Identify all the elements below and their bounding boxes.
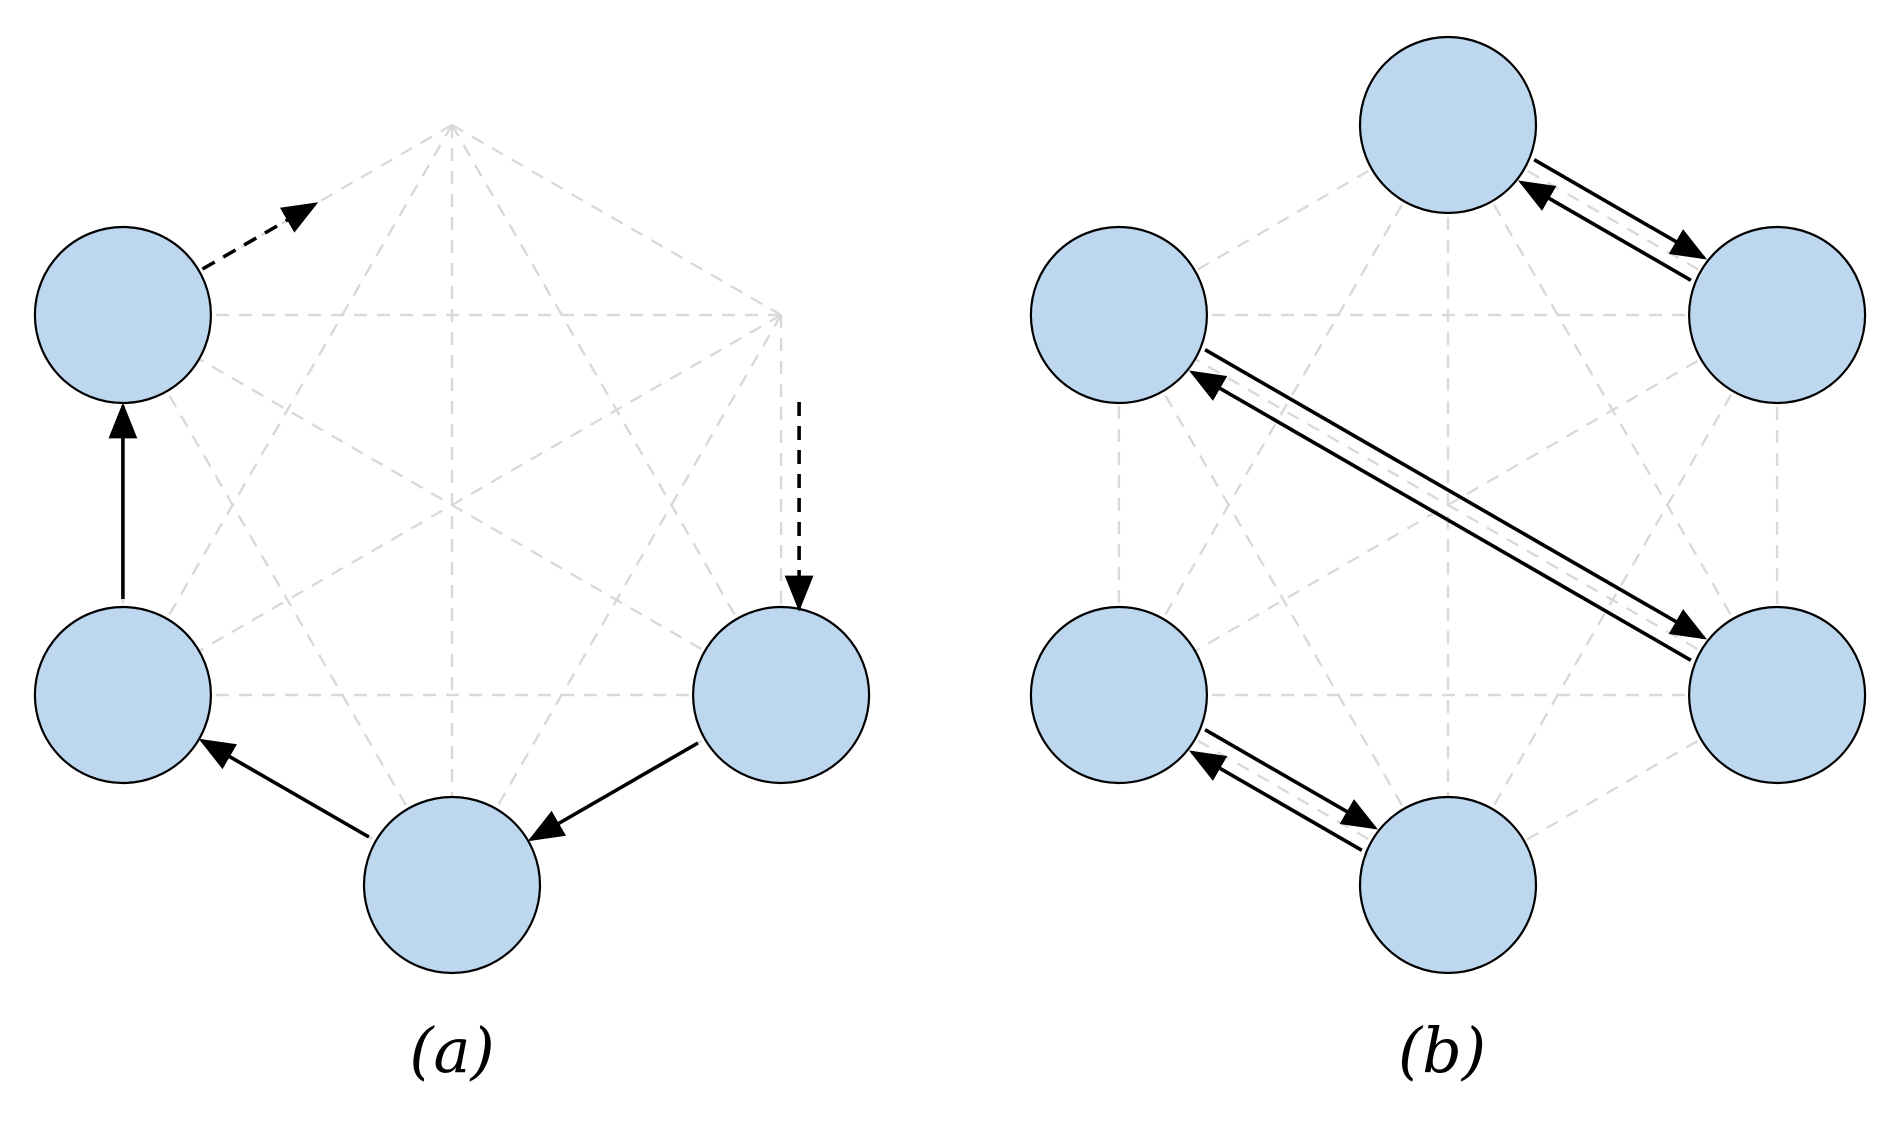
panel-b: [1029, 35, 1867, 975]
panel-b-arrow-upper-right-to-top: [1518, 180, 1692, 282]
panel-a-arrow-bottom-to-lower-left: [198, 738, 370, 839]
panel-a-node-lower-left: [33, 605, 213, 785]
panel-b-grid-line: [1117, 314, 1450, 886]
panel-b-grid-lines: [1117, 123, 1779, 887]
panel-a-grid-lines: [121, 123, 783, 887]
panel-b-grid-line: [1118, 693, 1449, 887]
panel-b-node-lower-left: [1029, 605, 1209, 785]
panel-b-grid-line: [1447, 123, 1778, 317]
panel-b-node-upper-left: [1029, 225, 1209, 405]
panel-a-arrow-lower-right-to-bottom: [527, 741, 699, 842]
panel-b-arrow-upper-left-to-lower-right: [1204, 348, 1708, 640]
panel-a-grid-line: [121, 124, 454, 696]
panel-b-grid-line: [1118, 123, 1449, 317]
panel-b-label: (b): [1397, 1014, 1487, 1087]
panel-a-node-upper-left: [33, 225, 213, 405]
panel-b-nodes: [1029, 35, 1867, 975]
panel-b-arrows: [1188, 158, 1708, 852]
panel-b-node-bottom: [1358, 795, 1538, 975]
panel-a-label: (a): [409, 1014, 495, 1087]
panel-a-grid-line: [451, 123, 782, 317]
panel-a-grid-line: [122, 313, 782, 697]
panel-b-arrow-bottom-to-lower-left: [1188, 750, 1363, 852]
panel-b-arrow-lower-right-to-upper-left: [1188, 370, 1692, 662]
panel-b-arrow-lower-left-to-bottom: [1204, 728, 1378, 830]
panel-a: [33, 123, 871, 975]
panel-b-grid-line: [1118, 313, 1778, 697]
panel-a-arrow-upper-left-to-top: [201, 202, 319, 271]
panel-b-node-lower-right: [1687, 605, 1867, 785]
panel-a-node-bottom: [362, 795, 542, 975]
panel-b-node-upper-right: [1687, 225, 1867, 405]
panel-b-grid-line: [1117, 124, 1450, 696]
panel-b-grid-line: [1447, 693, 1778, 887]
panel-a-grid-line: [121, 314, 454, 886]
panel-a-arrows: [108, 202, 814, 842]
panel-b-arrow-top-to-upper-right: [1533, 158, 1708, 260]
panel-a-node-lower-right: [691, 605, 871, 785]
panel-b-node-top: [1358, 35, 1538, 215]
panel-a-nodes: [33, 225, 871, 975]
